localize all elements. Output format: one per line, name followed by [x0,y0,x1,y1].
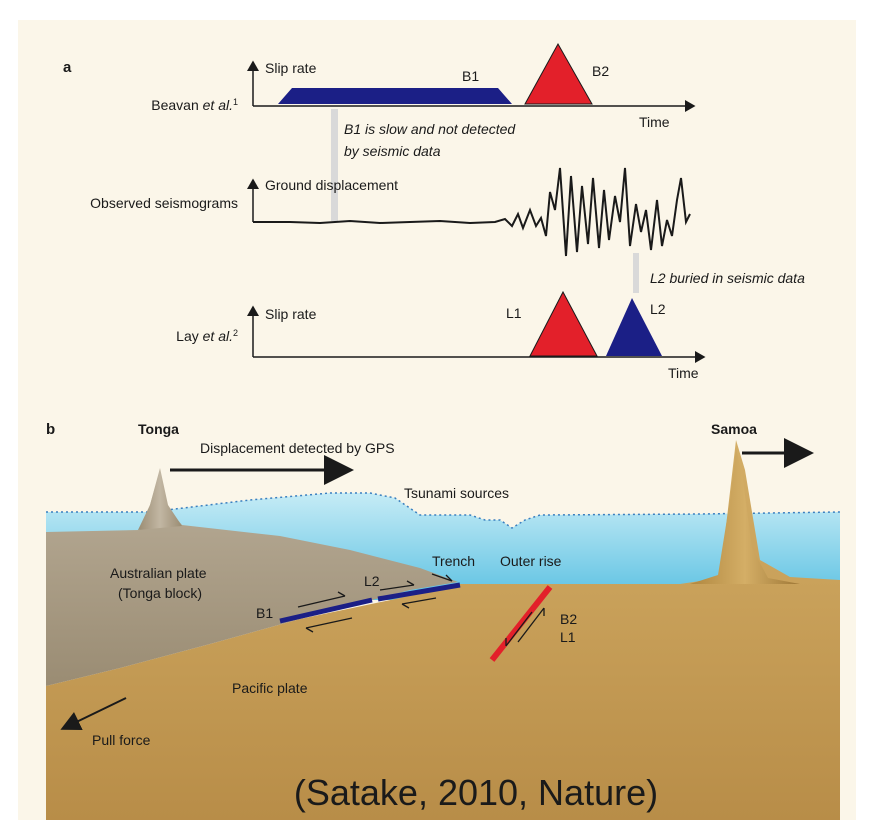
pacific-plate [46,440,840,820]
row2-axis-label: Ground displacement [265,177,398,193]
b1-lower-arrowhead [305,627,314,633]
tsunami-label: Tsunami sources [404,485,509,501]
l2-lower-arrowhead [401,603,410,609]
b1-upper-arrowhead [337,591,346,597]
panel-b-letter: b [46,421,55,438]
lay-label: Lay et al.2 [176,328,238,344]
b1-fault-label: B1 [256,605,273,621]
row3-axis-label: Slip rate [265,306,317,322]
b1-slip-trapezoid [278,88,512,104]
l2-upper-slip-arrow [379,584,415,591]
seismograms-label: Observed seismograms [90,195,238,211]
row1-axis-label: Slip rate [265,60,317,76]
trench-slip-arrow [431,573,453,582]
l1-slip-triangle [529,290,598,357]
seismogram-trace [253,167,691,257]
samoa-volcano [690,448,800,584]
b2-fault-label: B2 [560,611,577,627]
tonga-label: Tonga [138,421,179,437]
b1-gray-marker [331,109,338,221]
row1-time-label: Time [639,114,670,130]
tonga-volcano [138,468,182,530]
panel-a-letter: a [63,59,72,76]
row3-time-label: Time [668,365,699,381]
l2-label: L2 [650,301,666,317]
trench-arrowhead [445,574,453,582]
b1-note-line2: by seismic data [344,143,441,159]
l2-upper-arrowhead [406,580,415,586]
l2-lower-slip-arrow [401,597,437,605]
citation: (Satake, 2010, Nature) [294,772,658,813]
l2-fault [377,582,461,602]
tonga-block-label: (Tonga block) [118,585,202,601]
pull-force-label: Pull force [92,732,151,748]
outer-rise-fault [489,585,553,662]
b2-label: B2 [592,63,609,79]
l1-label: L1 [506,305,522,321]
beavan-label: Beavan et al.1 [151,97,238,113]
b1-lower-slip-arrow [305,617,353,629]
l2-gray-marker [633,253,639,293]
l1-fault-label: L1 [560,629,576,645]
gps-label: Displacement detected by GPS [200,440,395,456]
b1-fault [279,597,373,624]
l2-fault-label: L2 [364,573,380,589]
samoa-label: Samoa [711,421,757,437]
outer-rise-up-arrow [517,607,545,643]
pacific-plate-label: Pacific plate [232,680,308,696]
australian-plate-label: Australian plate [110,565,207,581]
b2-slip-triangle [524,42,593,105]
trench-label: Trench [432,553,475,569]
l2-slip-triangle [606,298,662,356]
b1-note-line1: B1 is slow and not detected [344,121,516,137]
tsunami-surface-line [46,492,841,529]
b1-upper-slip-arrow [297,595,346,608]
pull-force-arrow [60,697,127,731]
l2-note: L2 buried in seismic data [650,270,805,286]
outer-rise-label: Outer rise [500,553,562,569]
b1-label: B1 [462,68,479,84]
outer-rise-down-arrow [505,611,533,647]
